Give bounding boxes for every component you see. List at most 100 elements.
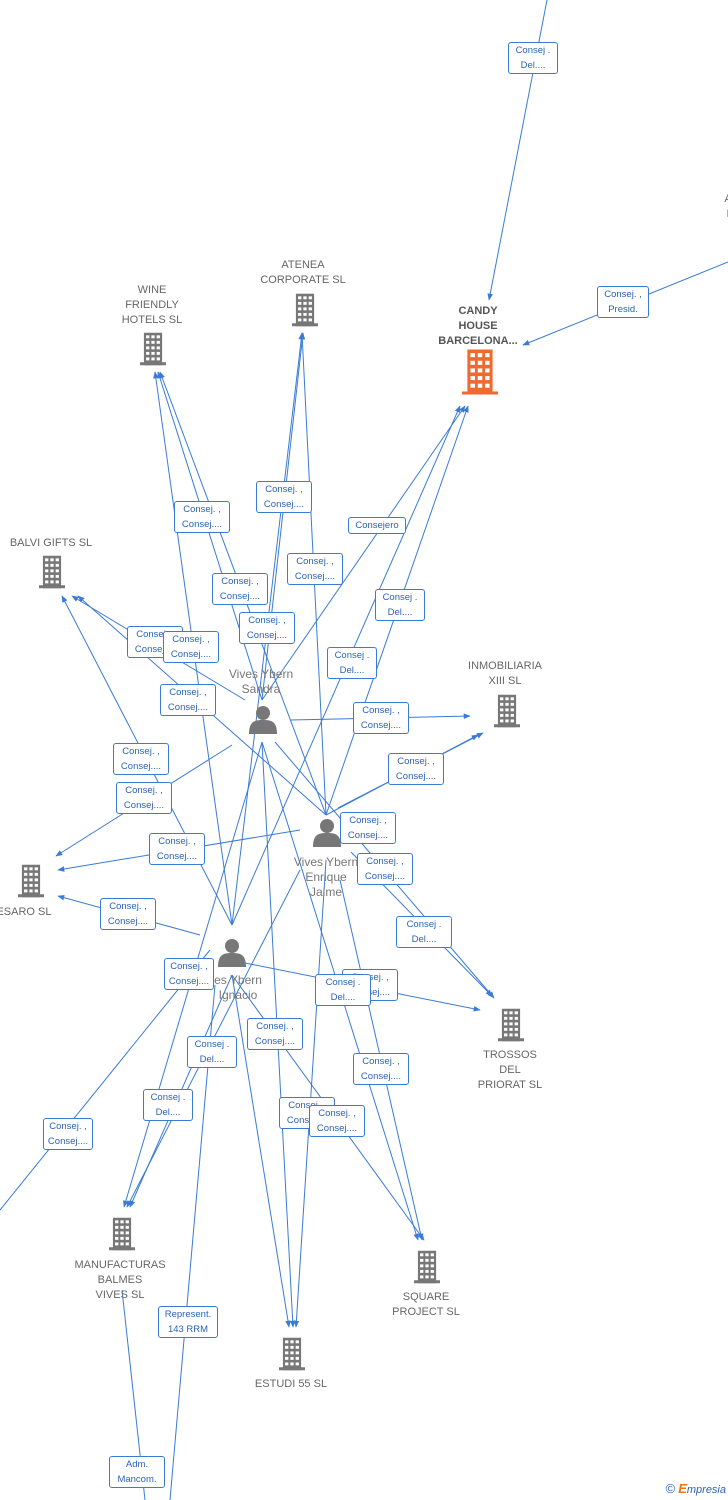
relation-label-line: Represent. (164, 1309, 212, 1320)
relation-label[interactable]: Consej. ,Consej.... (340, 812, 396, 844)
company-label-topright[interactable]: AI (663, 192, 728, 222)
relation-label[interactable]: Adm.Mancom. (109, 1456, 165, 1488)
relation-label[interactable]: Consej. ,Consej.... (256, 481, 312, 513)
relation-label-line: Consej.... (364, 871, 406, 882)
relation-label[interactable]: Consej. ,Consej.... (239, 612, 295, 644)
label-line: RESARO SL (0, 906, 52, 918)
relation-label[interactable]: Consej. ,Consej.... (353, 1053, 409, 1085)
relation-label[interactable]: Consej. ,Consej.... (174, 501, 230, 533)
company-label-estudi[interactable]: ESTUDI 55 SL (226, 1377, 356, 1392)
relation-label[interactable]: Consej. ,Consej.... (163, 631, 219, 663)
company-label-trossos[interactable]: TROSSOS DEL PRIORAT SL (445, 1048, 575, 1093)
label-line: PROJECT SL (392, 1306, 460, 1318)
relation-label-line: Consej . (194, 1039, 230, 1050)
relation-label[interactable]: Consej. ,Consej.... (160, 684, 216, 716)
relation-label-line: Presid. (608, 304, 638, 315)
relation-label[interactable]: Consej. ,Consej.... (309, 1105, 365, 1137)
label-line: FRIENDLY (125, 299, 179, 311)
relation-label[interactable]: Consej . Del.... (375, 589, 425, 621)
relation-label[interactable]: Consej. , Consej.... (116, 782, 172, 814)
relation-label[interactable]: Consejero (348, 516, 406, 534)
label-line: PRIORAT SL (477, 1079, 543, 1091)
relation-label[interactable]: Consej .Del.... (187, 1036, 237, 1068)
relation-label[interactable]: Consej. ,Consej.... (164, 958, 214, 990)
brand-footer[interactable]: ©Empresia (666, 1481, 726, 1496)
relation-label[interactable]: Consej. ,Consej.... (100, 898, 156, 930)
relation-label[interactable]: Consej. ,Consej.... (388, 753, 444, 785)
relation-label[interactable]: Consej. ,Consej.... (149, 833, 205, 865)
relation-label-line: Consej.... (395, 771, 437, 782)
building-icon[interactable] (39, 555, 65, 589)
relation-label-line: Consej. , (125, 785, 163, 796)
relation-label[interactable]: Consej. , Consej.... (113, 743, 169, 775)
relation-label[interactable]: Consej .Del.... (315, 974, 371, 1006)
relation-label-line: Consej . (334, 650, 370, 661)
relation-label-line: Consej . (382, 592, 418, 603)
relation-label-line: Consej. , (248, 615, 286, 626)
company-label-resaro[interactable]: RESARO SL (0, 905, 85, 920)
building-icon[interactable] (140, 332, 166, 366)
relation-label-line: 143 RRM (167, 1324, 209, 1335)
relation-label-line: Consej.... (219, 591, 261, 602)
relation-label-line: Consej . (150, 1092, 186, 1103)
label-line: TROSSOS (483, 1049, 537, 1061)
relation-label[interactable]: Consej. ,Consej.... (43, 1118, 93, 1150)
relation-label[interactable]: Consej .Del.... (396, 916, 452, 948)
building-icon[interactable] (498, 1008, 524, 1042)
label-line: INMOBILIARIA (468, 660, 542, 672)
building-icon[interactable] (292, 293, 318, 327)
label-line: BALMES (97, 1274, 143, 1286)
relation-label-line: Consej.... (347, 830, 389, 841)
relation-label[interactable]: Consej .Del.... (143, 1089, 193, 1121)
relation-label-line: Consej. , (122, 746, 160, 757)
relation-label-line: Consej.... (123, 800, 165, 811)
relation-label-line: Consej. , (169, 687, 207, 698)
relation-label-line: Consej.... (360, 720, 402, 731)
relation-label[interactable]: Consej. ,Presid. (597, 286, 649, 318)
relation-label-line: Del.... (387, 607, 413, 618)
label-line: WINE (137, 284, 167, 296)
relation-label-line: Adm. (125, 1459, 149, 1470)
relation-label[interactable]: Consej. ,Consej.... (247, 1018, 303, 1050)
label-line: Jaime (309, 885, 342, 899)
person-icon[interactable] (313, 819, 341, 847)
building-icon[interactable] (462, 349, 498, 395)
building-icon[interactable] (279, 1337, 305, 1371)
relation-label[interactable]: Consej. , Consej.... (212, 573, 268, 605)
building-icon[interactable] (18, 864, 44, 898)
relation-label-line: Consej . (406, 919, 442, 930)
person-icon[interactable] (218, 939, 246, 967)
company-label-balvi[interactable]: BALVI GIFTS SL (0, 536, 116, 551)
relation-label-line: Consej. , (49, 1121, 87, 1132)
building-icon[interactable] (414, 1250, 440, 1284)
building-icon[interactable] (109, 1217, 135, 1251)
label-line: DEL (499, 1064, 521, 1076)
building-icon[interactable] (494, 694, 520, 728)
relation-label-line: Consej. , (221, 576, 259, 587)
relation-label-line: Consej.... (286, 1115, 328, 1126)
person-icon[interactable] (249, 706, 277, 734)
copyright-symbol: © (665, 1481, 676, 1496)
relation-label-line: Consej. , (183, 504, 221, 515)
relation-label[interactable]: Consej. ,Consej.... (353, 702, 409, 734)
relation-label[interactable]: Represent. 143 RRM (158, 1306, 218, 1338)
relation-label[interactable]: Consej. ,Consej.... (357, 853, 413, 885)
relation-label[interactable]: Consej .Del.... (327, 647, 377, 679)
relation-label-line: Consej.... (263, 499, 305, 510)
relation-label[interactable]: Consej .Del.... (508, 42, 558, 74)
label-line: Ignacio (218, 988, 258, 1002)
relation-edge (0, 949, 211, 1211)
relation-label[interactable]: Consej. ,Consej.... (287, 553, 343, 585)
relation-label-line: Consej.... (107, 916, 149, 927)
relation-label-line: Consej.... (120, 761, 162, 772)
label-line: Vives Ybern (293, 855, 359, 869)
